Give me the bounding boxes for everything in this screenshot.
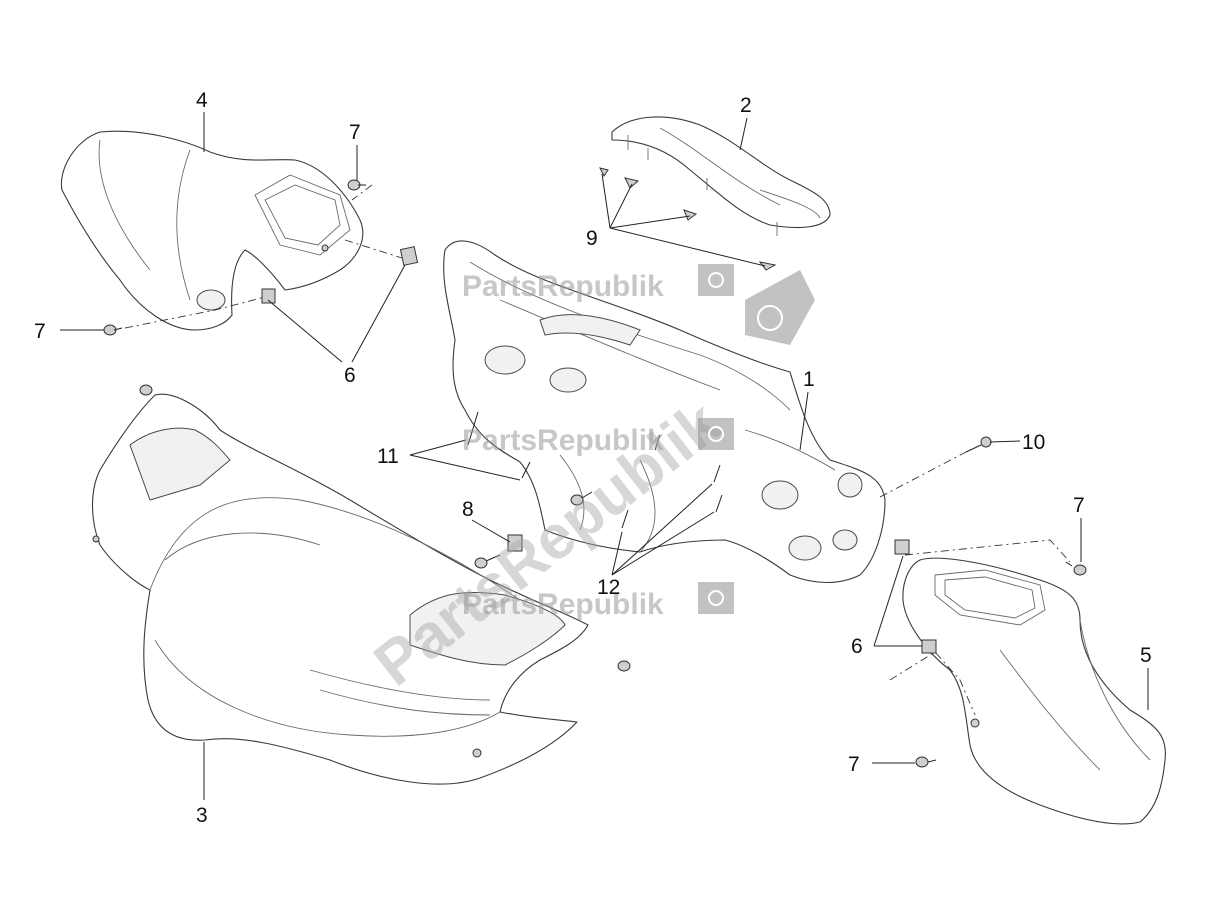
callout-3: 3 — [196, 804, 208, 827]
callout-6-right: 6 — [851, 635, 863, 658]
watermark-text: PartsRepublik — [462, 270, 664, 303]
callout-2: 2 — [740, 94, 752, 117]
screws-11 — [467, 411, 593, 506]
watermark-text: PartsRepublik — [462, 588, 664, 621]
gear-icon — [708, 272, 724, 288]
gear-icon — [708, 590, 724, 606]
callout-7-right-top: 7 — [1073, 494, 1085, 517]
screws-12 — [621, 434, 723, 529]
part-3-front-cover — [92, 393, 589, 785]
clip-6-right-upper — [894, 539, 910, 555]
watermark-large-flag-icon — [745, 270, 815, 345]
watermark-flag-icon — [698, 582, 734, 614]
callout-7-right-bottom: 7 — [848, 753, 860, 776]
callout-11: 11 — [377, 445, 399, 468]
assembly-lines — [124, 184, 1071, 716]
gear-icon — [757, 305, 783, 331]
pad-9-a — [599, 167, 609, 177]
callout-7-top: 7 — [349, 121, 361, 144]
clip-6-upper — [399, 246, 419, 266]
callout-1: 1 — [803, 368, 815, 391]
callout-6-left: 6 — [344, 364, 356, 387]
pad-9-d — [758, 261, 777, 271]
screw-7-left — [103, 324, 123, 336]
pin-front-center — [617, 660, 631, 672]
part-1-rear-cover — [443, 240, 886, 583]
callout-10: 10 — [1022, 431, 1045, 454]
callout-9: 9 — [586, 227, 598, 250]
screw-7-top-left — [347, 179, 366, 191]
clip-6-left — [261, 288, 276, 304]
watermark-middle: PartsRepublik — [462, 418, 734, 457]
screw-7-right-bottom — [915, 756, 937, 768]
screw-8 — [474, 554, 501, 569]
plate-8 — [507, 534, 523, 552]
pad-9-b — [624, 177, 640, 189]
callout-7-left: 7 — [34, 320, 46, 343]
callout-5: 5 — [1140, 644, 1152, 667]
watermark-lower: PartsRepublik — [462, 582, 734, 621]
pad-9-c — [683, 209, 698, 221]
watermark-flag-icon — [698, 418, 734, 450]
watermark-logo — [745, 270, 815, 345]
watermark-flag-icon — [698, 264, 734, 296]
callout-8: 8 — [462, 498, 474, 521]
screw-10 — [965, 436, 992, 453]
part-5-right-cover — [902, 557, 1166, 825]
clip-6-right-lower — [921, 639, 937, 654]
screw-7-right-top — [1065, 561, 1087, 576]
watermark-text: PartsRepublik — [462, 424, 664, 457]
callout-labels: 4 7 2 9 7 6 1 11 10 8 7 12 6 5 7 3 — [34, 89, 1152, 827]
callout-4: 4 — [196, 89, 208, 112]
part-2-top-cover — [611, 116, 831, 236]
watermark-upper: PartsRepublik — [462, 264, 734, 303]
gear-icon — [708, 426, 724, 442]
leader-lines — [60, 112, 1149, 800]
part-4-left-cover — [60, 130, 364, 331]
pin-front-left — [139, 384, 153, 396]
callout-12: 12 — [597, 576, 620, 599]
